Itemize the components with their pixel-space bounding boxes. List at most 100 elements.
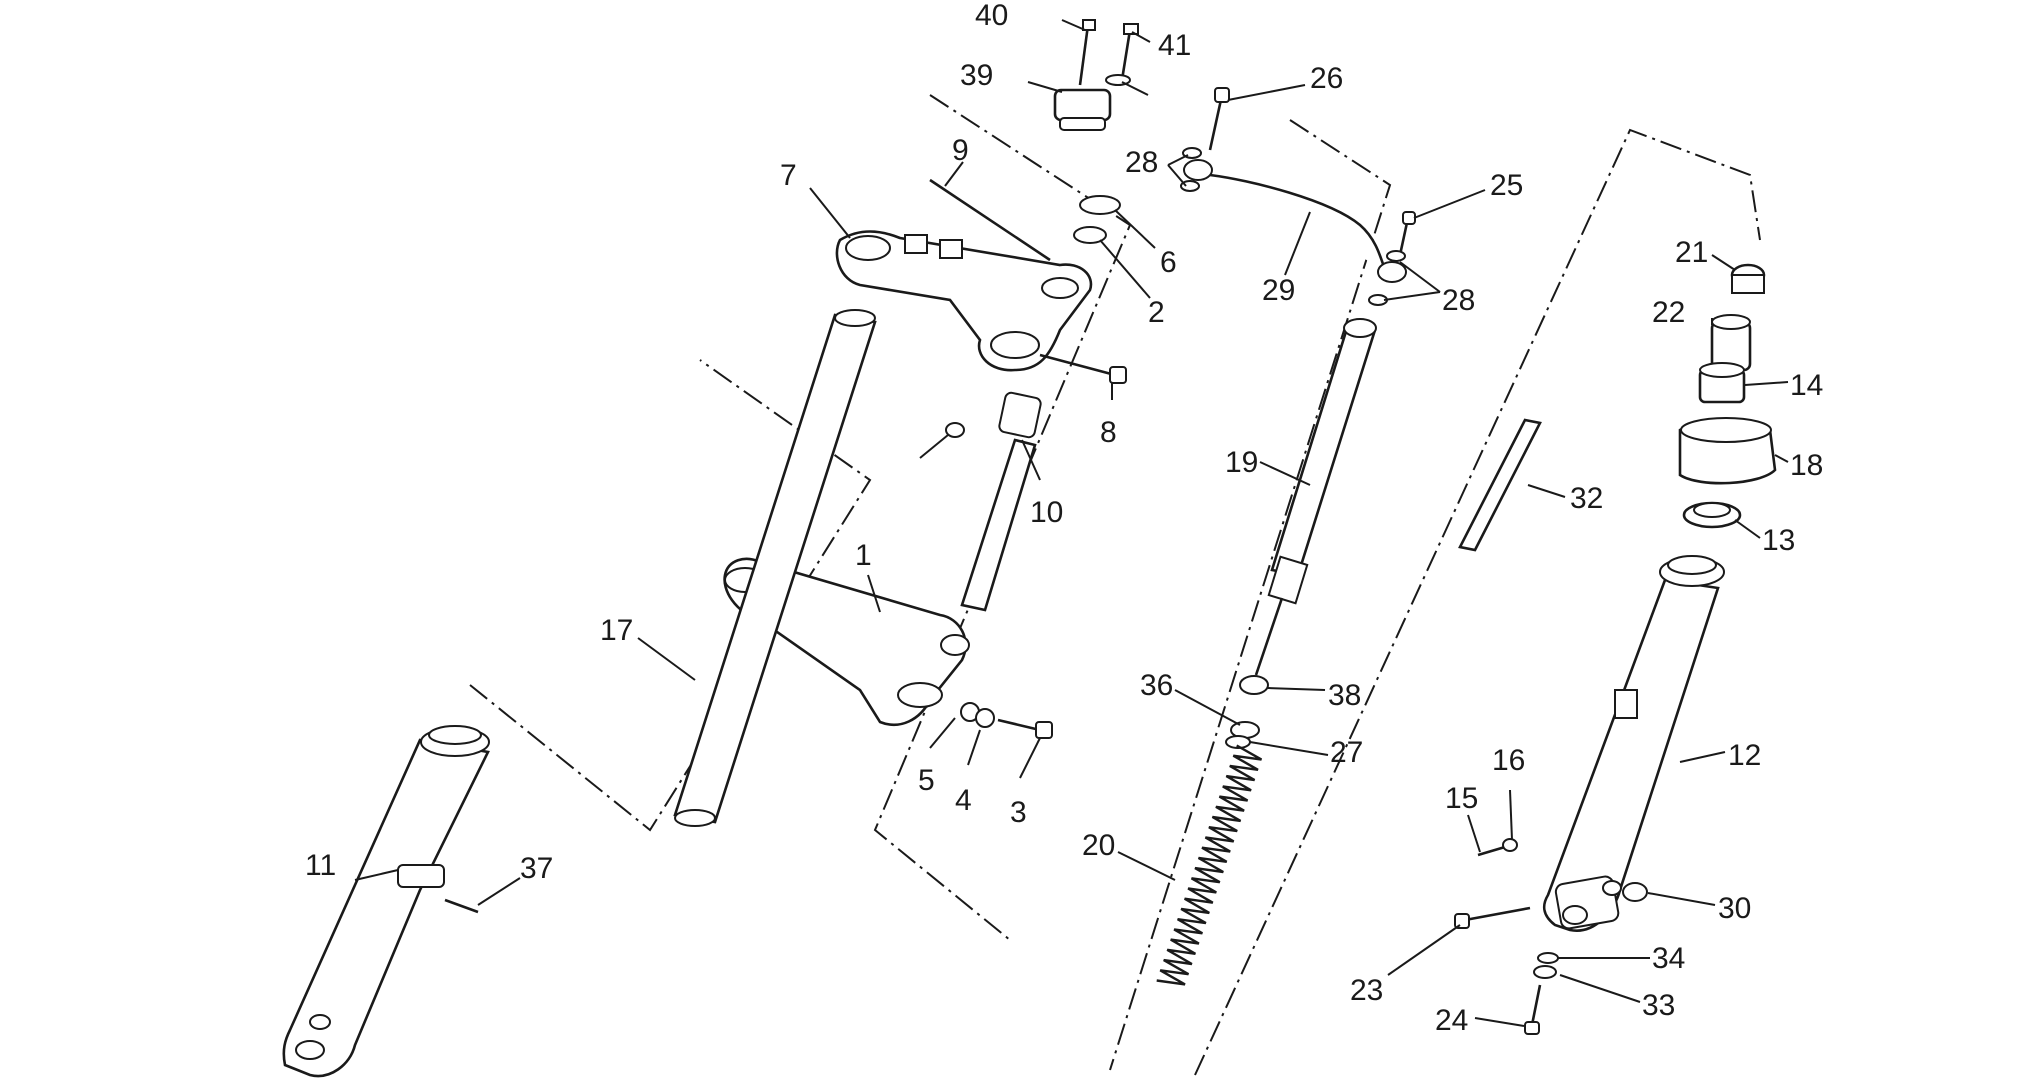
drain-screw-24-shape xyxy=(1530,984,1542,1026)
leader-29 xyxy=(1284,211,1311,276)
upper-clamp-bore-right xyxy=(1041,277,1079,299)
leader-28a-2 xyxy=(1167,164,1187,187)
right-slider-lug xyxy=(1614,689,1638,719)
dust-seal-18-top xyxy=(1680,417,1772,443)
leader-2 xyxy=(1099,239,1151,299)
leader-19 xyxy=(1259,461,1311,486)
leader-28b-2 xyxy=(1383,291,1441,301)
left-slider-pinch-hole xyxy=(309,1014,331,1030)
boundary-right-leg xyxy=(1194,128,1761,1076)
oil-seal-13-bore xyxy=(1693,502,1731,518)
leader-lines xyxy=(354,19,1789,1027)
right-slider-seal xyxy=(1667,555,1717,575)
part-label-27: 27 xyxy=(1330,736,1363,769)
bolt-3-shape xyxy=(997,718,1041,732)
leader-10 xyxy=(1021,439,1041,481)
seal-washer-28-c xyxy=(1386,250,1406,262)
banjo-bolt-25-head xyxy=(1402,211,1416,225)
nut-41-shape xyxy=(945,422,965,438)
leader-13 xyxy=(1734,519,1761,539)
part-label-13: 13 xyxy=(1762,524,1795,557)
left-slider-shape xyxy=(282,738,490,1078)
part-label-28-upper: 28 xyxy=(1125,146,1158,179)
leader-39 xyxy=(1131,31,1151,43)
part-label-24: 24 xyxy=(1435,1004,1468,1037)
left-stanchion-group xyxy=(673,309,877,827)
pinch-bolt-8-shape xyxy=(1039,353,1116,377)
left-slider-group xyxy=(282,725,490,1078)
stem-bearing-10-shape xyxy=(998,391,1042,439)
part-label-21: 21 xyxy=(1675,236,1708,269)
part-label-29: 29 xyxy=(1262,274,1295,307)
leader-27 xyxy=(1249,741,1329,756)
steering-stem-shape xyxy=(960,438,1037,612)
nut-6-shape xyxy=(1079,195,1121,215)
part-label-16: 16 xyxy=(1492,744,1525,777)
leader-41 xyxy=(919,434,949,459)
part-label-17: 17 xyxy=(600,614,633,647)
bleed-pipe-29-shape xyxy=(1209,173,1387,271)
damper-cartridge-19-shape xyxy=(1270,323,1377,577)
damper-cartridge-top xyxy=(1343,318,1377,338)
right-slider-axle-hole xyxy=(1562,905,1588,925)
part-label-5: 5 xyxy=(918,764,935,797)
axle-bolt-23-head xyxy=(1454,913,1470,929)
part-label-31: 32 xyxy=(1570,482,1603,515)
left-slider-caliper-mount xyxy=(397,864,445,888)
part-label-38: 40 xyxy=(975,0,1008,32)
bolt-3-head xyxy=(1035,721,1053,739)
leader-28b-1 xyxy=(1399,261,1441,293)
handlebar-clamp-group xyxy=(1053,19,1139,131)
part-label-30: 30 xyxy=(1718,892,1751,925)
part-label-36: 38 xyxy=(1328,679,1361,712)
part-label-8: 8 xyxy=(1100,416,1117,449)
spring-20-shape xyxy=(1156,744,1263,986)
part-label-12: 12 xyxy=(1728,739,1761,772)
nut-36-shape xyxy=(1239,675,1269,695)
drain-screw-24-head xyxy=(1524,1021,1540,1035)
lower-clamp-bore-right xyxy=(897,682,943,708)
leader-11 xyxy=(354,869,399,881)
leader-38 xyxy=(1061,19,1086,31)
damper-rod-shape xyxy=(1254,597,1284,676)
handlebar-clamp-base xyxy=(1059,117,1106,131)
part-label-19: 19 xyxy=(1225,446,1258,479)
handlebar-clamp-shape xyxy=(1053,88,1112,122)
part-label-20: 20 xyxy=(1082,829,1115,862)
part-label-28-lower: 28 xyxy=(1442,284,1475,317)
leader-23 xyxy=(1387,924,1461,976)
leader-30 xyxy=(1647,892,1716,906)
left-stanchion-bottom xyxy=(674,809,716,827)
clamp-bolt-39-shape xyxy=(1120,29,1132,81)
part-label-23: 23 xyxy=(1350,974,1383,1007)
part-label-14: 14 xyxy=(1790,369,1823,402)
part-label-2: 2 xyxy=(1148,296,1165,329)
part-label-9: 9 xyxy=(952,134,969,167)
cap-21-body xyxy=(1731,274,1765,294)
leader-16 xyxy=(1509,789,1513,841)
part-label-34: 36 xyxy=(1140,669,1173,702)
pinch-bolt-9-shape xyxy=(929,178,1051,262)
part-label-6: 6 xyxy=(1160,246,1177,279)
upper-clamp-bore-center xyxy=(990,331,1040,359)
leader-12 xyxy=(1679,751,1726,763)
left-slider-axle-hole xyxy=(295,1040,325,1060)
boundary-center-damper xyxy=(1109,119,1392,1071)
right-slider-bleed-hole xyxy=(1602,880,1622,896)
leader-36 xyxy=(1267,687,1326,691)
washer-32-shape xyxy=(1533,965,1557,979)
part-label-39: 41 xyxy=(1158,29,1191,62)
clamp-bolt-38-head xyxy=(1082,19,1096,31)
leader-28a-1 xyxy=(1167,154,1189,166)
leader-24 xyxy=(1474,1017,1525,1027)
part-labels: 40 41 39 9 7 6 2 8 10 1 17 5 4 3 11 37 2… xyxy=(305,0,1823,1037)
screw-35-shape xyxy=(444,898,479,914)
upper-clamp-boss-2 xyxy=(939,239,963,259)
part-label-22: 22 xyxy=(1652,296,1685,329)
lower-clamp-bore-center xyxy=(940,634,970,656)
clamp-bolt-38-shape xyxy=(1078,24,1090,86)
spacer-22-top xyxy=(1711,314,1751,330)
right-slider-12-shape xyxy=(1542,578,1720,932)
nut-30-shape xyxy=(1622,882,1648,902)
